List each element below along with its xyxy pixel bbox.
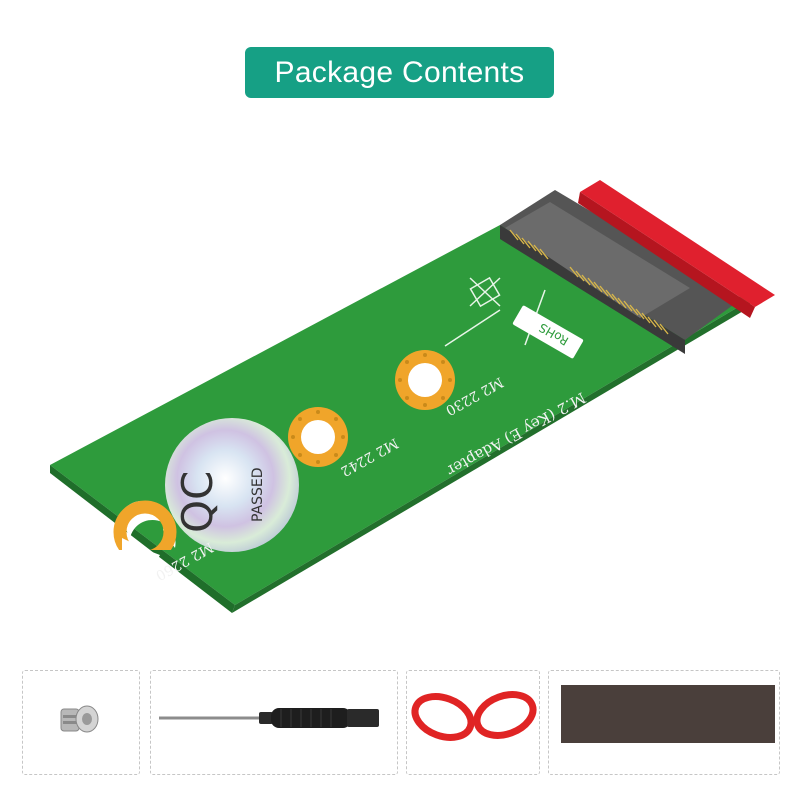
page-title-badge: Package Contents: [245, 47, 554, 98]
screwdriver-icon: [159, 708, 379, 728]
qc-sticker-sub: PASSED: [250, 467, 266, 522]
notch-cutout: [122, 538, 160, 572]
qc-sticker-main: QC: [173, 471, 222, 533]
adapter-product-image: QC PASSED M2 2260 M2 2242 M2 2230 M.2 (K…: [0, 110, 800, 650]
accessory-screw-box: [22, 670, 140, 775]
screw-icon: [60, 705, 99, 733]
pad-2260: [113, 500, 177, 550]
accessory-screwdriver-box: [150, 670, 398, 775]
connector-red-cover: [580, 180, 775, 307]
accessory-thermal-pad-box: [548, 670, 780, 775]
adapter-board-illustration: QC PASSED M2 2260 M2 2242 M2 2230 M.2 (K…: [50, 180, 775, 613]
pcb-board-edge: [50, 465, 235, 613]
pad-2230: [395, 350, 455, 410]
accessories-row: [0, 670, 800, 775]
m2-connector: [500, 180, 775, 354]
weee-bin-icon: [469, 276, 501, 308]
thermal-pad-icon: [561, 685, 775, 743]
accessory-rubber-rings-box: [406, 670, 540, 775]
pad-2242: [288, 407, 348, 467]
qc-passed-sticker: QC PASSED: [165, 418, 299, 552]
pcb-board-edge-right: [232, 300, 750, 613]
page-title: Package Contents: [274, 55, 525, 89]
rubber-ring-icon: [411, 691, 537, 741]
